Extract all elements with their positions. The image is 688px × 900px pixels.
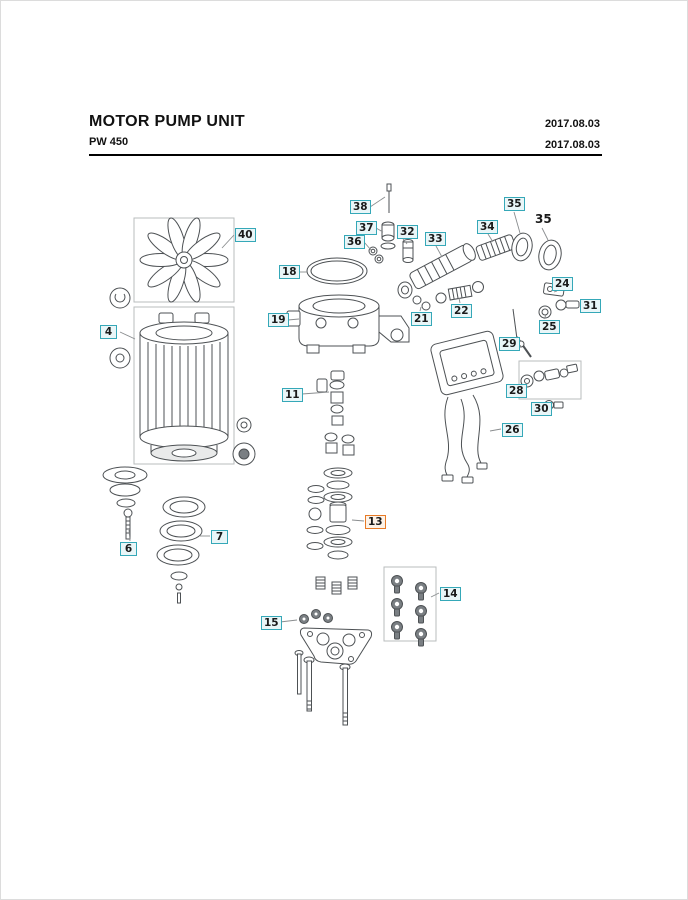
bearing-stack-part bbox=[102, 466, 148, 540]
valve-spring-part bbox=[435, 281, 484, 304]
part-callout-19[interactable]: 19 bbox=[268, 313, 289, 327]
nipple-part bbox=[380, 221, 396, 250]
part-callout-38[interactable]: 38 bbox=[350, 200, 371, 214]
page-title: MOTOR PUMP UNIT bbox=[89, 113, 245, 130]
unloader-part bbox=[518, 360, 582, 400]
part-callout-31[interactable]: 31 bbox=[580, 299, 601, 313]
part-callout-29[interactable]: 29 bbox=[499, 337, 520, 351]
bolts-part bbox=[294, 650, 351, 726]
small-rings-part bbox=[412, 295, 431, 311]
motor-part bbox=[133, 306, 235, 465]
valve-set-part bbox=[383, 566, 437, 647]
ring-part bbox=[538, 305, 552, 319]
part-callout-11[interactable]: 11 bbox=[282, 388, 303, 402]
part-callout-24[interactable]: 24 bbox=[552, 277, 573, 291]
part-callout-33[interactable]: 33 bbox=[425, 232, 446, 246]
leader-lines bbox=[119, 196, 558, 623]
seal-rings-part bbox=[511, 232, 562, 271]
manifold-part bbox=[299, 627, 373, 665]
part-callout-35-plain: 35 bbox=[535, 212, 552, 226]
cylinder-tube-part bbox=[397, 243, 476, 299]
part-callout-28[interactable]: 28 bbox=[506, 384, 527, 398]
date-bottom: 2017.08.03 bbox=[544, 139, 600, 151]
coupling-part bbox=[475, 234, 516, 261]
part-callout-15[interactable]: 15 bbox=[261, 616, 282, 630]
part-callout-32[interactable]: 32 bbox=[397, 225, 418, 239]
o-ring-part bbox=[306, 257, 368, 285]
part-callout-7[interactable]: 7 bbox=[211, 530, 228, 544]
rod-part bbox=[512, 308, 518, 340]
part-callout-4[interactable]: 4 bbox=[100, 325, 117, 339]
part-callout-14[interactable]: 14 bbox=[440, 587, 461, 601]
part-callout-21[interactable]: 21 bbox=[411, 312, 432, 326]
nuts-part bbox=[299, 609, 333, 624]
part-callout-22[interactable]: 22 bbox=[451, 304, 472, 318]
part-callout-35[interactable]: 35 bbox=[504, 197, 525, 211]
part-callout-18[interactable]: 18 bbox=[279, 265, 300, 279]
part-callout-26[interactable]: 26 bbox=[502, 423, 523, 437]
motor-cap-parts bbox=[109, 287, 131, 369]
plug-part bbox=[402, 239, 414, 263]
shaft-cap-parts bbox=[232, 417, 256, 466]
pump-head-part bbox=[286, 294, 410, 354]
fan-part bbox=[133, 215, 235, 305]
piston-stack-part bbox=[306, 467, 353, 560]
springs-part bbox=[315, 576, 358, 595]
washer-pair-part bbox=[368, 246, 384, 264]
header-divider bbox=[89, 154, 602, 156]
part-callout-40[interactable]: 40 bbox=[235, 228, 256, 242]
seal-kit-part bbox=[156, 496, 206, 604]
part-callout-34[interactable]: 34 bbox=[477, 220, 498, 234]
part-callout-6[interactable]: 6 bbox=[120, 542, 137, 556]
part-callout-30[interactable]: 30 bbox=[531, 402, 552, 416]
fittings-column-part bbox=[316, 370, 355, 456]
pin-part bbox=[386, 183, 392, 213]
model-label: PW 450 bbox=[89, 136, 129, 148]
part-callout-37[interactable]: 37 bbox=[356, 221, 377, 235]
electric-box-part bbox=[430, 330, 504, 484]
part-callout-13[interactable]: 13 bbox=[365, 515, 386, 529]
date-top: 2017.08.03 bbox=[544, 118, 600, 130]
part-callout-25[interactable]: 25 bbox=[539, 320, 560, 334]
part-callout-36[interactable]: 36 bbox=[344, 235, 365, 249]
elbow-part bbox=[555, 299, 580, 311]
